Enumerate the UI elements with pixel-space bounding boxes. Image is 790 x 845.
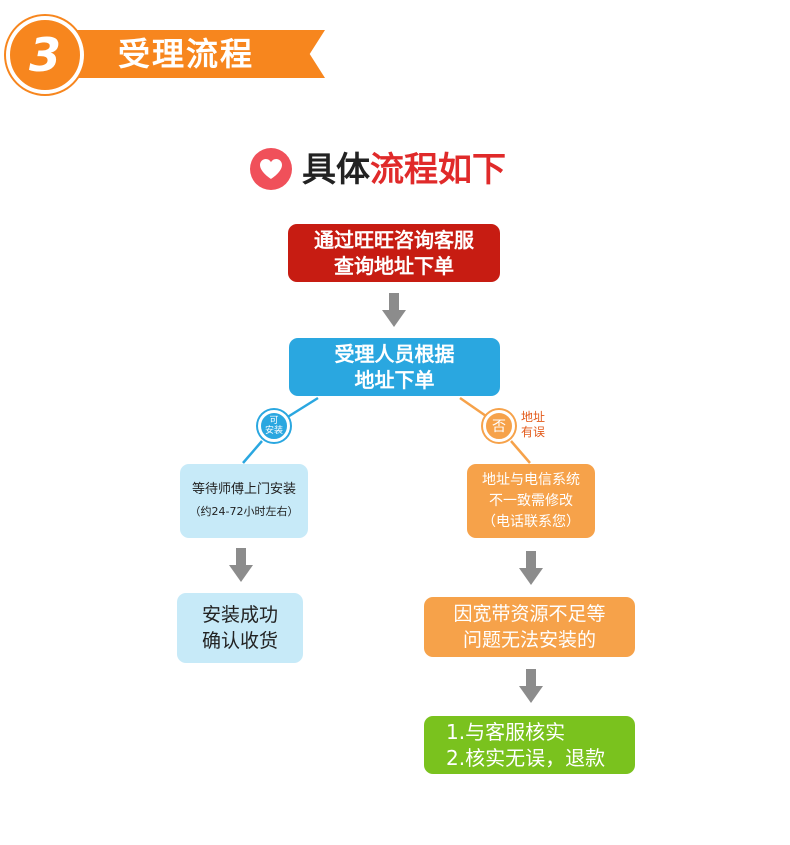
flow-step-refund-line1: 1.与客服核实 xyxy=(446,720,566,744)
branch-no-badge: 否 xyxy=(483,410,515,442)
flow-step-accept-line2: 地址下单 xyxy=(354,368,435,392)
arrow-down-icon xyxy=(519,669,543,703)
heart-icon xyxy=(250,148,292,190)
connector-yes-lower xyxy=(242,440,263,464)
flow-step-consult-line2: 查询地址下单 xyxy=(334,254,454,278)
step-banner xyxy=(70,30,325,78)
subtitle-dark-part: 具体 xyxy=(302,150,370,190)
flow-step-consult-line1: 通过旺旺咨询客服 xyxy=(314,228,474,252)
connector-no-lower xyxy=(510,440,531,464)
branch-no-note-line1: 地址 xyxy=(521,410,546,424)
flow-step-mismatch-line3: （电话联系您） xyxy=(482,513,580,530)
flow-step-resource-line1: 因宽带资源不足等 xyxy=(453,603,606,625)
flow-step-mismatch-line1: 地址与电信系统 xyxy=(482,471,580,488)
subtitle-red-part: 流程如下 xyxy=(370,150,506,190)
arrow-down-icon xyxy=(229,548,253,582)
branch-yes-badge-line2: 安装 xyxy=(264,426,283,436)
branch-no-note: 地址 有误 xyxy=(521,410,545,440)
step-number-badge: 3 xyxy=(6,16,84,94)
connector-no-upper xyxy=(459,396,487,418)
flow-step-wait-line1: 等待师傅上门安装 xyxy=(191,482,296,497)
flow-step-install-success: 安装成功 确认收货 xyxy=(177,593,303,663)
arrow-down-icon xyxy=(382,293,406,327)
flow-step-resource-line2: 问题无法安装的 xyxy=(462,629,596,651)
flow-step-address-mismatch: 地址与电信系统 不一致需修改 （电话联系您） xyxy=(467,464,595,538)
flow-step-wait-line2: （约24-72小时左右） xyxy=(189,505,299,518)
branch-yes-badge: 可 安装 xyxy=(258,410,290,442)
flow-step-success-line1: 安装成功 xyxy=(201,604,278,626)
flow-subtitle: 具体流程如下 xyxy=(302,148,506,192)
connector-yes-upper xyxy=(285,396,319,420)
flow-step-mismatch-line2: 不一致需修改 xyxy=(489,492,573,509)
flow-step-consult: 通过旺旺咨询客服 查询地址下单 xyxy=(288,224,500,282)
flow-step-refund: 1.与客服核实 2.核实无误，退款 xyxy=(424,716,635,774)
step-title: 受理流程 xyxy=(118,35,255,73)
branch-yes-badge-line1: 可 xyxy=(269,416,279,426)
flow-step-accept-line1: 受理人员根据 xyxy=(334,342,455,366)
flow-step-wait-install: 等待师傅上门安装 （约24-72小时左右） xyxy=(180,464,308,538)
flow-step-accept: 受理人员根据 地址下单 xyxy=(289,338,500,396)
flow-step-resource-shortage: 因宽带资源不足等 问题无法安装的 xyxy=(424,597,635,657)
flow-step-success-line2: 确认收货 xyxy=(201,630,278,652)
arrow-down-icon xyxy=(519,551,543,585)
flow-step-refund-line2: 2.核实无误，退款 xyxy=(446,746,606,770)
branch-no-note-line2: 有误 xyxy=(521,425,546,439)
